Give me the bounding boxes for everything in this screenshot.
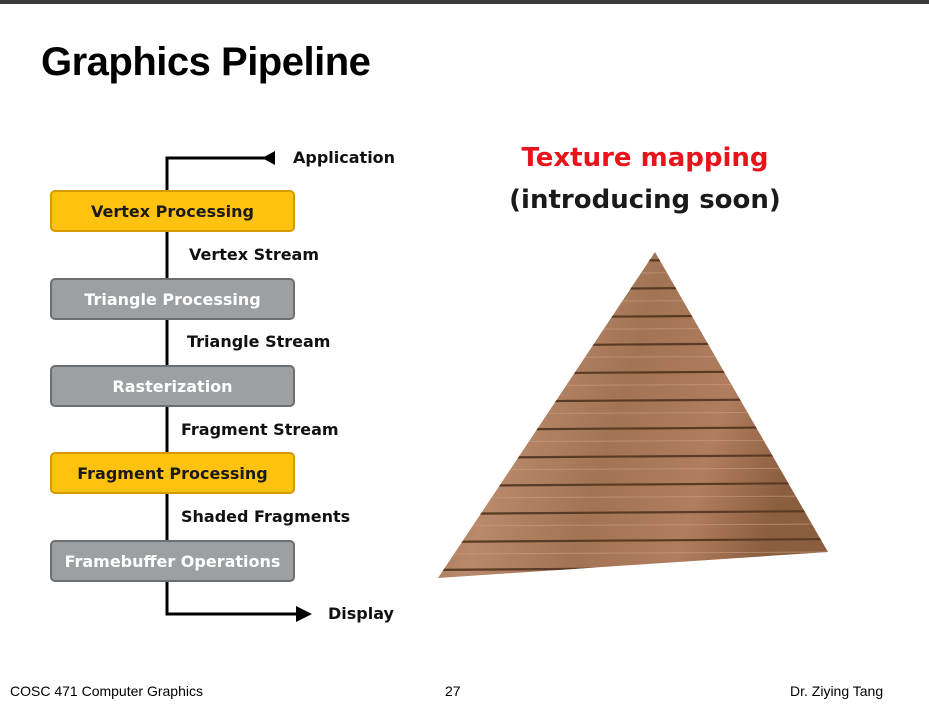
stage-rasterization: Rasterization	[50, 365, 295, 407]
footer-author: Dr. Ziying Tang	[790, 683, 884, 699]
texture-subtitle: (introducing soon)	[509, 185, 781, 215]
input-arrow-icon	[262, 151, 275, 165]
plank-grain	[438, 523, 828, 527]
plank-seam	[438, 313, 828, 320]
plank-seam	[438, 537, 828, 544]
stage-vertex-processing: Vertex Processing	[50, 190, 295, 232]
stage-label: Framebuffer Operations	[64, 551, 281, 571]
stream-fragment: Fragment Stream	[181, 420, 339, 439]
texture-title: Texture mapping	[521, 143, 769, 173]
stage-framebuffer-operations: Framebuffer Operations	[50, 540, 295, 582]
plank-seam	[438, 257, 828, 264]
stage-label: Fragment Processing	[77, 463, 268, 483]
plank-grain	[438, 551, 828, 555]
footer-course: COSC 471 Computer Graphics	[10, 683, 203, 699]
plank-seam	[438, 425, 828, 432]
plank-seam	[438, 453, 828, 460]
plank-seam	[438, 341, 828, 348]
plank-grain	[438, 271, 828, 275]
stream-vertex: Vertex Stream	[189, 245, 320, 264]
stage-triangle-processing: Triangle Processing	[50, 278, 295, 320]
plank-grain	[420, 580, 840, 582]
stage-fragment-processing: Fragment Processing	[50, 452, 295, 494]
stage-label: Rasterization	[112, 376, 233, 396]
plank-seam	[438, 285, 828, 292]
plank-seam	[438, 397, 828, 404]
output-label: Display	[328, 604, 394, 623]
input-label: Application	[293, 148, 396, 167]
slide-title: Graphics Pipeline	[41, 40, 371, 84]
stage-label: Triangle Processing	[84, 289, 261, 309]
top-bar	[0, 0, 929, 4]
output-arrow-icon	[296, 606, 312, 622]
stage-label: Vertex Processing	[91, 201, 254, 221]
stream-triangle: Triangle Stream	[187, 332, 331, 351]
footer-page-number: 27	[445, 683, 461, 699]
plank-seam	[438, 509, 828, 516]
plank-seam	[438, 369, 828, 376]
stream-shaded-fragments: Shaded Fragments	[181, 507, 351, 526]
